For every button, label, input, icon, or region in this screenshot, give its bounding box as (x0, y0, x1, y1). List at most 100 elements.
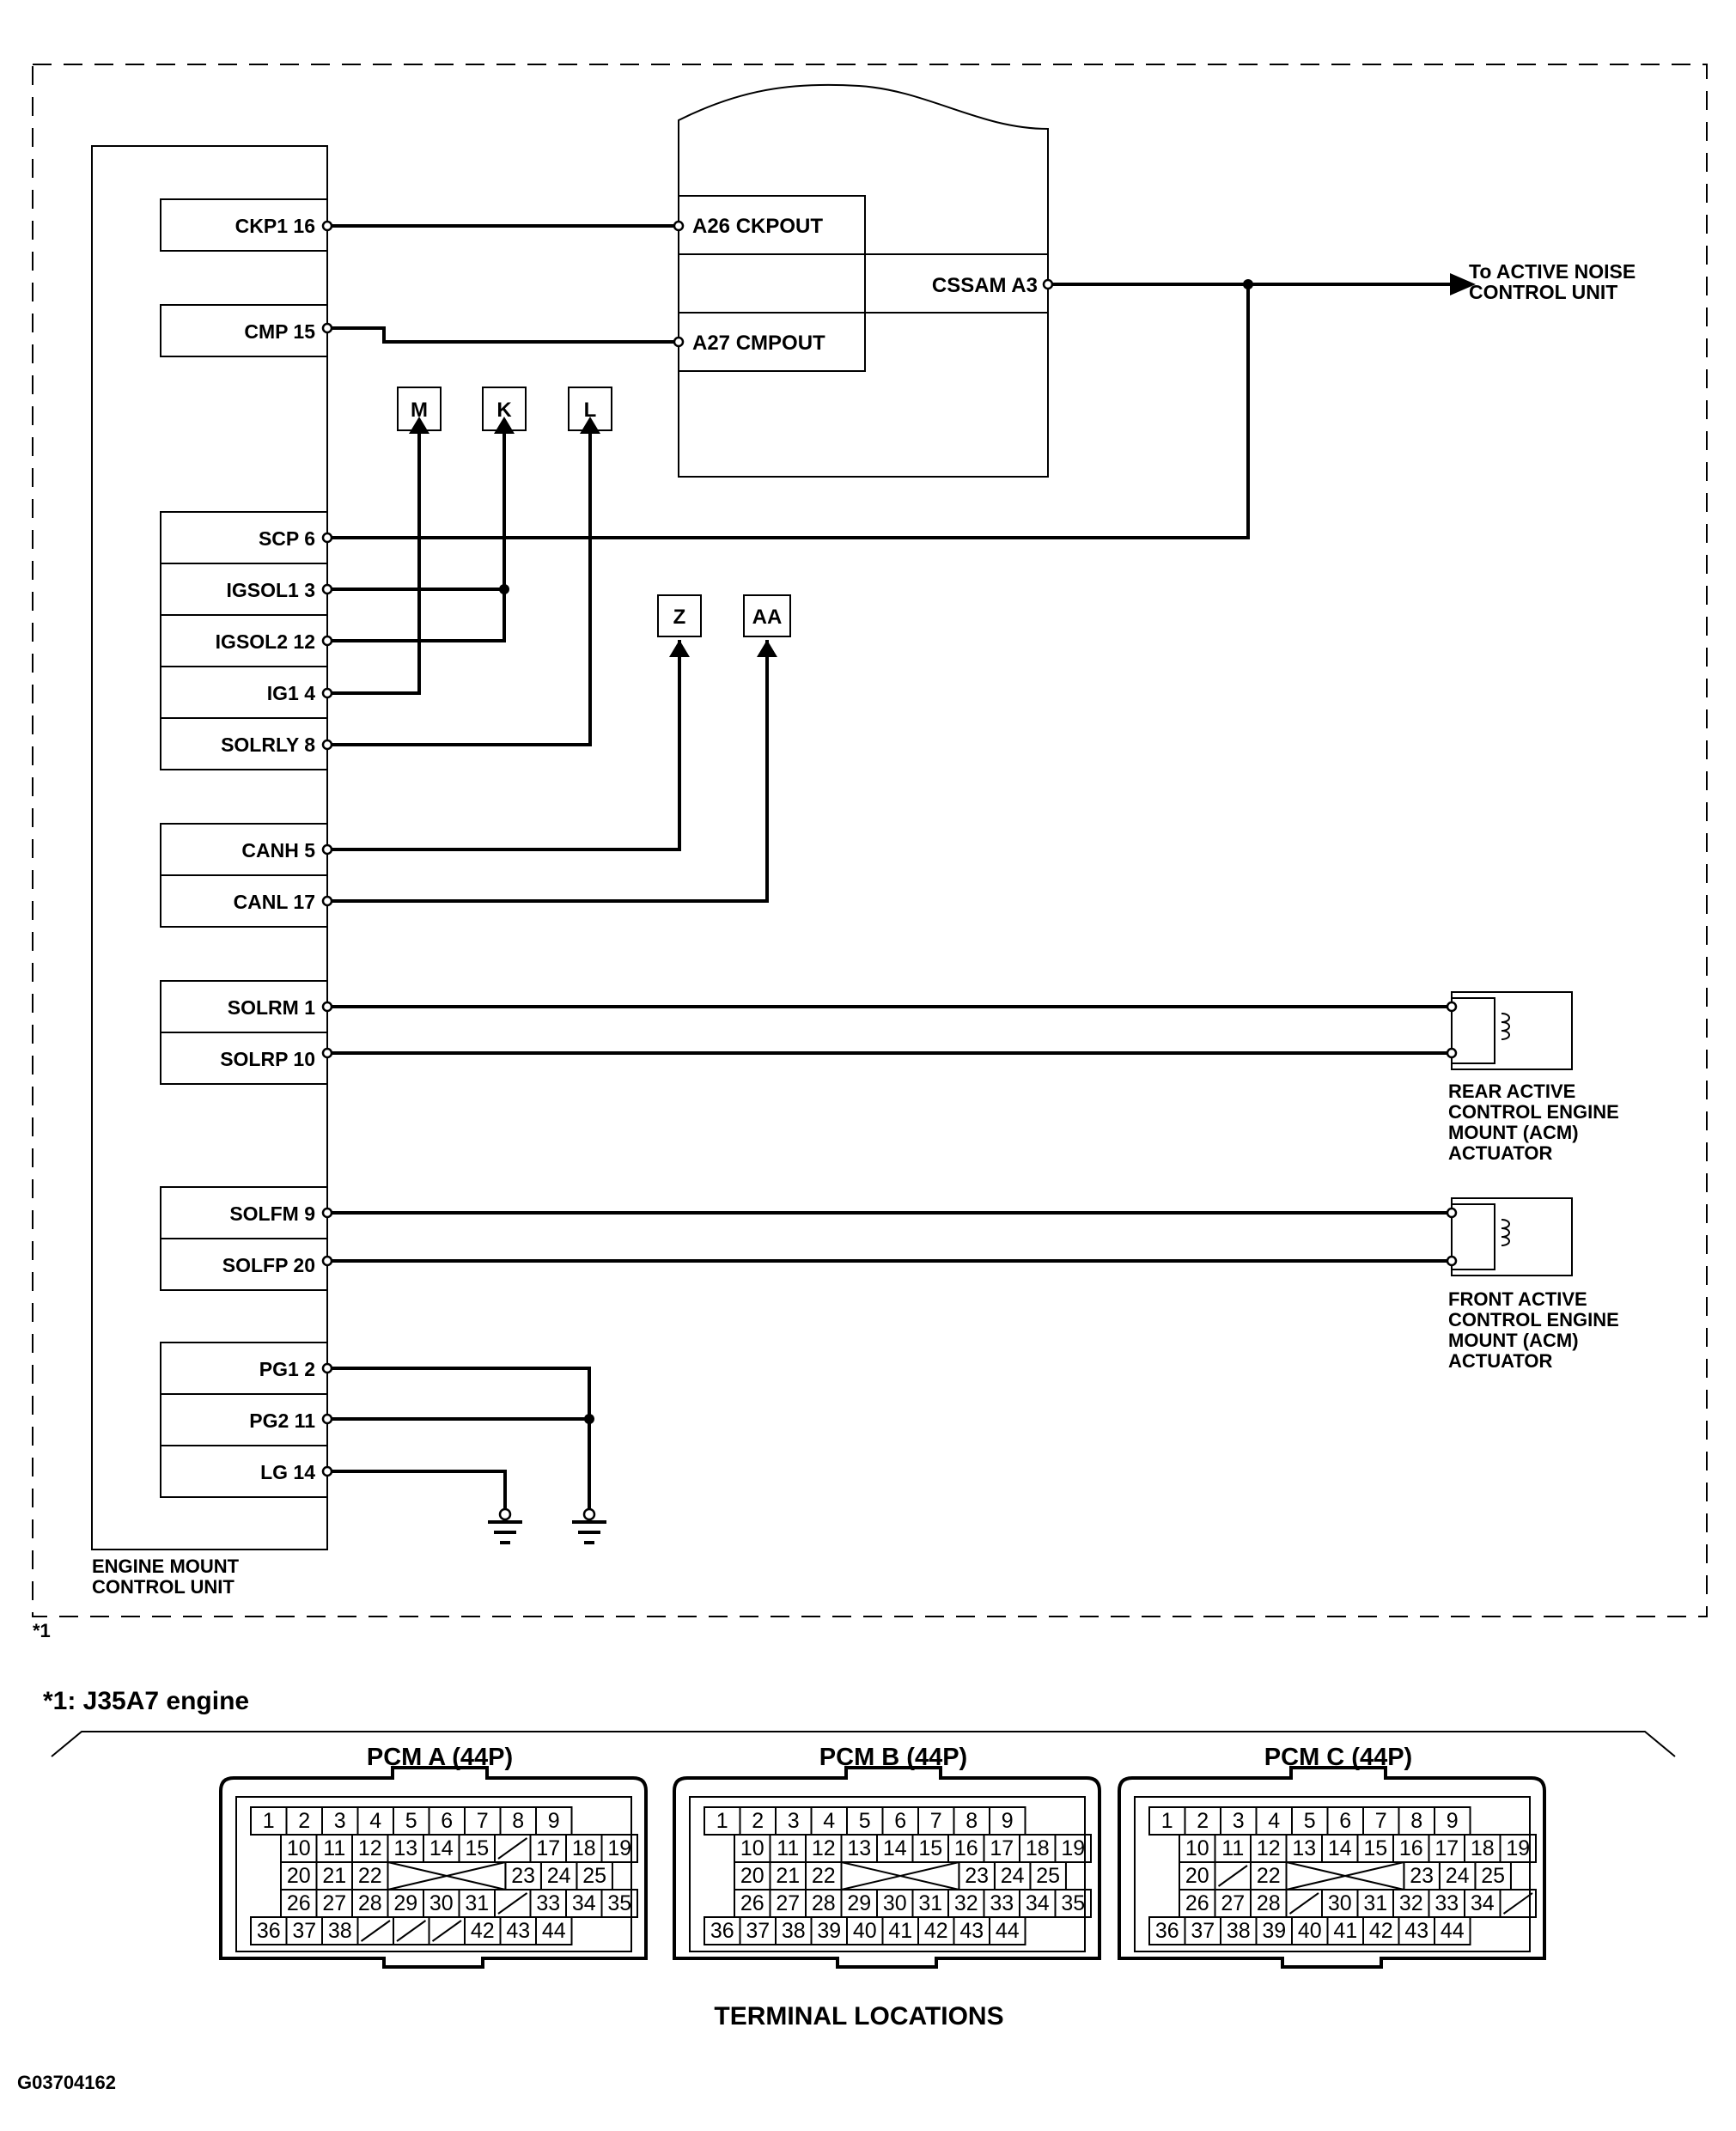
connector-z: Z (657, 594, 702, 637)
terminal-number: 28 (812, 1891, 836, 1915)
terminal-number: 14 (429, 1836, 454, 1860)
ground-symbol-lg (488, 1507, 522, 1544)
terminal-number: 44 (542, 1919, 566, 1943)
terminal-number: 43 (959, 1919, 984, 1943)
connector-l-label: L (584, 399, 597, 422)
terminal-number: 9 (1002, 1809, 1014, 1833)
terminal-number: 41 (888, 1919, 912, 1943)
terminal-number: 21 (776, 1864, 800, 1888)
front-acm-actuator (1446, 1197, 1573, 1276)
terminal-number: 27 (776, 1891, 800, 1915)
junction-igsol (499, 584, 509, 594)
connector-views-bracket (51, 1731, 1676, 1757)
ecu-pin-label: LG 14 (260, 1461, 315, 1483)
terminal-number: 14 (883, 1836, 907, 1860)
terminal-number: 19 (607, 1836, 631, 1860)
terminal-number: 19 (1061, 1836, 1085, 1860)
rear-actuator-line-3: MOUNT (ACM) (1448, 1122, 1579, 1143)
ecu-pin-label: CANH 5 (241, 839, 315, 862)
terminal-cell (1054, 1834, 1092, 1863)
engine-variant-boundary (32, 64, 1708, 1617)
pcm-input-cmpout: A27 CMPOUT (692, 332, 825, 355)
connector-k-label: K (496, 399, 512, 422)
terminal-number: 36 (710, 1919, 734, 1943)
ecu-name-line-1: ENGINE MOUNT (92, 1556, 240, 1577)
terminal-number: 35 (607, 1891, 631, 1915)
terminal-number: 5 (1304, 1809, 1316, 1833)
terminal-number: 41 (1333, 1919, 1357, 1943)
ecu-pin-label: IGSOL2 12 (216, 630, 315, 653)
terminal-number: 23 (511, 1864, 535, 1888)
footnote-mark: *1 (33, 1620, 51, 1641)
terminal-number: 13 (393, 1836, 417, 1860)
terminal-number: 2 (752, 1809, 764, 1833)
terminal-number: 33 (1434, 1891, 1459, 1915)
terminal-number: 8 (512, 1809, 524, 1833)
terminal-number: 10 (1185, 1836, 1209, 1860)
wires (321, 220, 1476, 1510)
terminal-number: 44 (996, 1919, 1020, 1943)
terminal-number: 25 (1036, 1864, 1060, 1888)
terminal-number: 2 (298, 1809, 310, 1833)
terminal-cell (600, 1889, 638, 1918)
terminal-number: 33 (536, 1891, 560, 1915)
terminal-number: 20 (1185, 1864, 1209, 1888)
ecu-pin-label: SCP 6 (259, 527, 315, 550)
wire-canl (327, 640, 769, 903)
terminal-number: 24 (547, 1864, 571, 1888)
terminal-number: 18 (1471, 1836, 1495, 1860)
terminal-number: 34 (572, 1891, 596, 1915)
terminal-number: 16 (954, 1836, 978, 1860)
terminal-cell (989, 1916, 1026, 1945)
terminal-number: 5 (859, 1809, 871, 1833)
terminal-number: 26 (1185, 1891, 1209, 1915)
terminal-number: 8 (965, 1809, 978, 1833)
ecu-pin-label: CANL 17 (234, 891, 315, 913)
terminal-cell (1499, 1834, 1537, 1863)
terminal-number: 15 (918, 1836, 942, 1860)
terminal-number: 12 (358, 1836, 382, 1860)
terminal-number: 4 (823, 1809, 835, 1833)
connector-k: K (482, 387, 527, 431)
ecu-pin-label: IG1 4 (267, 682, 315, 704)
terminal-number: 5 (405, 1809, 417, 1833)
wire-canh (327, 640, 681, 851)
terminal-number: 24 (1001, 1864, 1025, 1888)
terminal-number: 15 (465, 1836, 489, 1860)
terminal-number: 11 (323, 1836, 345, 1860)
ecu-pin-label: SOLFP 20 (222, 1254, 315, 1276)
destination-line-1: To ACTIVE NOISE (1469, 260, 1635, 283)
arrow-to-anc (1450, 273, 1476, 295)
terminal-number: 30 (1328, 1891, 1352, 1915)
ecu-pin-label: SOLRLY 8 (221, 734, 315, 756)
pcm-output-cssam: CSSAM A3 (932, 274, 1038, 297)
terminal-cell (600, 1834, 638, 1863)
terminal-number: 31 (465, 1891, 489, 1915)
arrow-z (669, 640, 690, 657)
terminal-number: 22 (812, 1864, 836, 1888)
terminal-number: 42 (1369, 1919, 1393, 1943)
wire-cmp (327, 326, 679, 344)
rear-actuator-line-1: REAR ACTIVE (1448, 1081, 1575, 1102)
engine-note: *1: J35A7 engine (43, 1687, 249, 1715)
terminal-number: 7 (477, 1809, 489, 1833)
terminal-number: 32 (954, 1891, 978, 1915)
wire-ig1 (327, 434, 421, 695)
terminal-number: 6 (894, 1809, 906, 1833)
terminal-number: 38 (782, 1919, 806, 1943)
terminal-number: 33 (990, 1891, 1014, 1915)
terminal-number: 3 (1233, 1809, 1245, 1833)
terminal-number: 6 (1339, 1809, 1351, 1833)
ecu-pin-label: PG1 2 (259, 1358, 315, 1380)
terminal-number: 3 (334, 1809, 346, 1833)
terminal-number: 17 (1434, 1836, 1459, 1860)
terminal-number: 37 (292, 1919, 316, 1943)
terminal-number: 2 (1197, 1809, 1209, 1833)
wire-igsol2 (327, 434, 506, 642)
rear-actuator-line-4: ACTUATOR (1448, 1142, 1553, 1164)
terminal-cell (1054, 1889, 1092, 1918)
